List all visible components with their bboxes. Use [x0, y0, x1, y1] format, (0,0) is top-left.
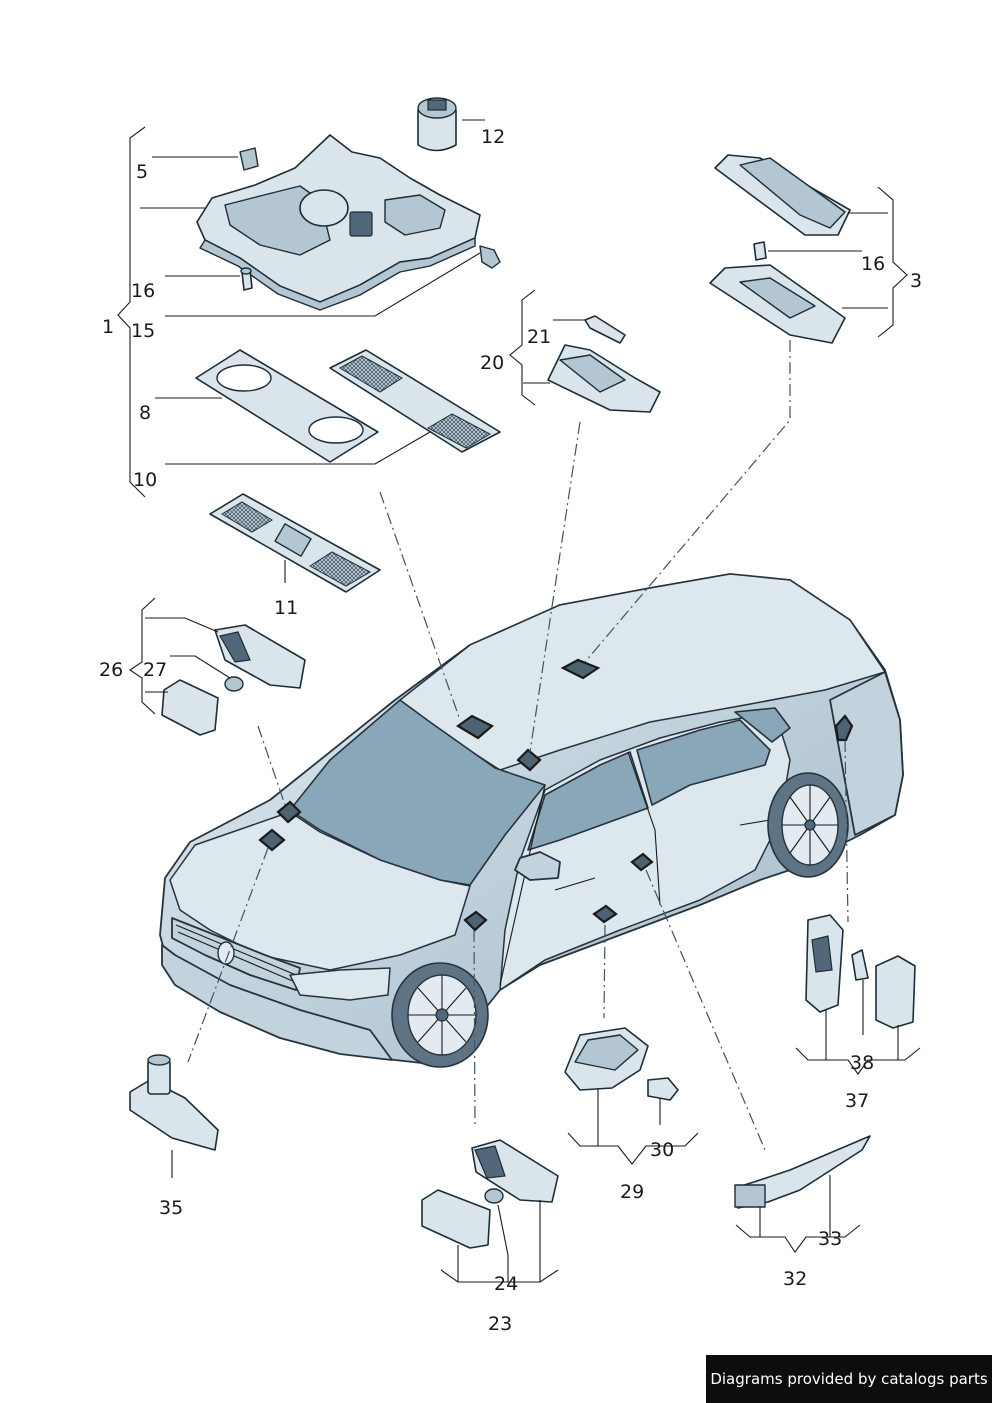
label-16-left: 16: [131, 280, 155, 302]
leader-dashed-lines: [187, 340, 849, 1151]
part-35-sensor: [129, 1054, 219, 1151]
part-12-sensor: [417, 97, 457, 152]
car-illustration: [159, 573, 904, 1068]
label-37: 37: [845, 1090, 869, 1112]
label-23: 23: [488, 1313, 512, 1335]
label-21: 21: [527, 326, 551, 348]
label-5: 5: [136, 161, 148, 183]
label-38: 38: [850, 1052, 874, 1074]
part-20-interior-light: [547, 344, 661, 413]
part-number-labels: 1 3 5 8 10 11 12 15 16 16 20 21 23 24 26…: [99, 126, 922, 1335]
label-27: 27: [143, 659, 167, 681]
part-3-reading-light: [709, 154, 851, 344]
part-5-clip: [239, 147, 259, 171]
label-33: 33: [818, 1228, 842, 1250]
label-29: 29: [620, 1181, 644, 1203]
footer-credit: Diagrams provided by catalogs parts: [706, 1355, 992, 1403]
part-23-light-unit: [421, 1139, 559, 1249]
label-10: 10: [133, 469, 157, 491]
part-21-festoon-bulb: [584, 315, 626, 344]
part-15-screw: [479, 245, 501, 269]
label-3: 3: [910, 270, 922, 292]
label-35: 35: [159, 1197, 183, 1219]
label-30: 30: [650, 1139, 674, 1161]
part-26-light-unit: [161, 624, 306, 736]
part-8-lens-plate: [195, 349, 379, 463]
car-location-markers: [258, 658, 854, 932]
label-24: 24: [494, 1273, 518, 1295]
label-20: 20: [480, 352, 504, 374]
label-12: 12: [481, 126, 505, 148]
part-32-light-guide: [734, 1135, 871, 1209]
leader-lines: [117, 119, 921, 1283]
label-11: 11: [274, 597, 298, 619]
part-10-mesh-plate: [329, 349, 501, 453]
part-roof-console: [196, 134, 481, 311]
label-8: 8: [139, 402, 151, 424]
part-11-mesh-plate: [209, 493, 381, 593]
label-26: 26: [99, 659, 123, 681]
part-16-bulb-left: [240, 267, 253, 291]
label-1: 1: [102, 316, 114, 338]
part-37-light-unit: [805, 914, 916, 1029]
label-32: 32: [783, 1268, 807, 1290]
label-16-right: 16: [861, 253, 885, 275]
part-29-light: [564, 1027, 679, 1101]
part-16-bulb-right: [753, 241, 767, 261]
label-15: 15: [131, 320, 155, 342]
